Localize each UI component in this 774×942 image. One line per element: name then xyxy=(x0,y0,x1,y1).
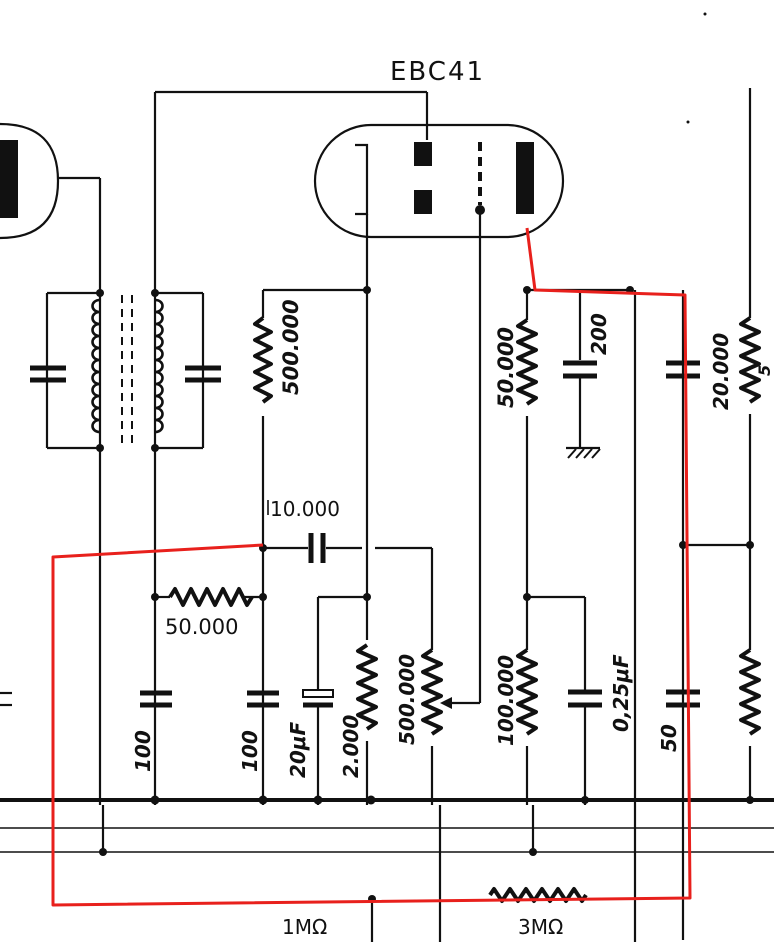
plate-network xyxy=(516,286,754,942)
label-2000: 2.000 xyxy=(339,715,363,778)
label-50000-plate: 50.000 xyxy=(494,327,518,408)
capacitor-20uf xyxy=(302,593,371,805)
ground-bus xyxy=(0,795,774,942)
svg-text:5: 5 xyxy=(755,365,774,376)
resistor-50000-left xyxy=(151,587,267,607)
resistor-20000 xyxy=(739,88,761,804)
if-transformer xyxy=(30,90,429,805)
label-50000-left: 50.000 xyxy=(165,615,238,639)
potentiometer-500k xyxy=(421,648,443,805)
label-pot-500k: 500.000 xyxy=(395,654,419,745)
label-c025uf: 0,25μF xyxy=(609,654,633,732)
cathode-network xyxy=(253,286,371,805)
label-100000: 100.000 xyxy=(494,655,518,746)
label-c50: 50 xyxy=(657,724,681,752)
tube-label: EBC41 xyxy=(390,57,485,87)
tube-ebc41: EBC41 xyxy=(313,57,565,709)
highlight-path xyxy=(51,227,692,907)
capacitor-100-a xyxy=(140,690,172,708)
label-c100-b: 100 xyxy=(238,730,262,772)
label-c100-a: 100 xyxy=(131,730,155,772)
left-tube xyxy=(0,122,100,240)
label-c10000: 10.000 xyxy=(270,497,340,521)
label-20000: 20.000 xyxy=(709,333,733,410)
label-c200: 200 xyxy=(587,313,611,355)
label-3m: 3MΩ xyxy=(518,915,563,939)
capacitor-100-b xyxy=(247,690,279,708)
label-500k-top: 500.000 xyxy=(279,299,303,395)
label-c20uf: 20μF xyxy=(286,721,310,778)
resistor-2000 xyxy=(356,643,378,805)
capacitor-10000 xyxy=(259,533,362,563)
label-1m: 1MΩ xyxy=(282,915,327,939)
